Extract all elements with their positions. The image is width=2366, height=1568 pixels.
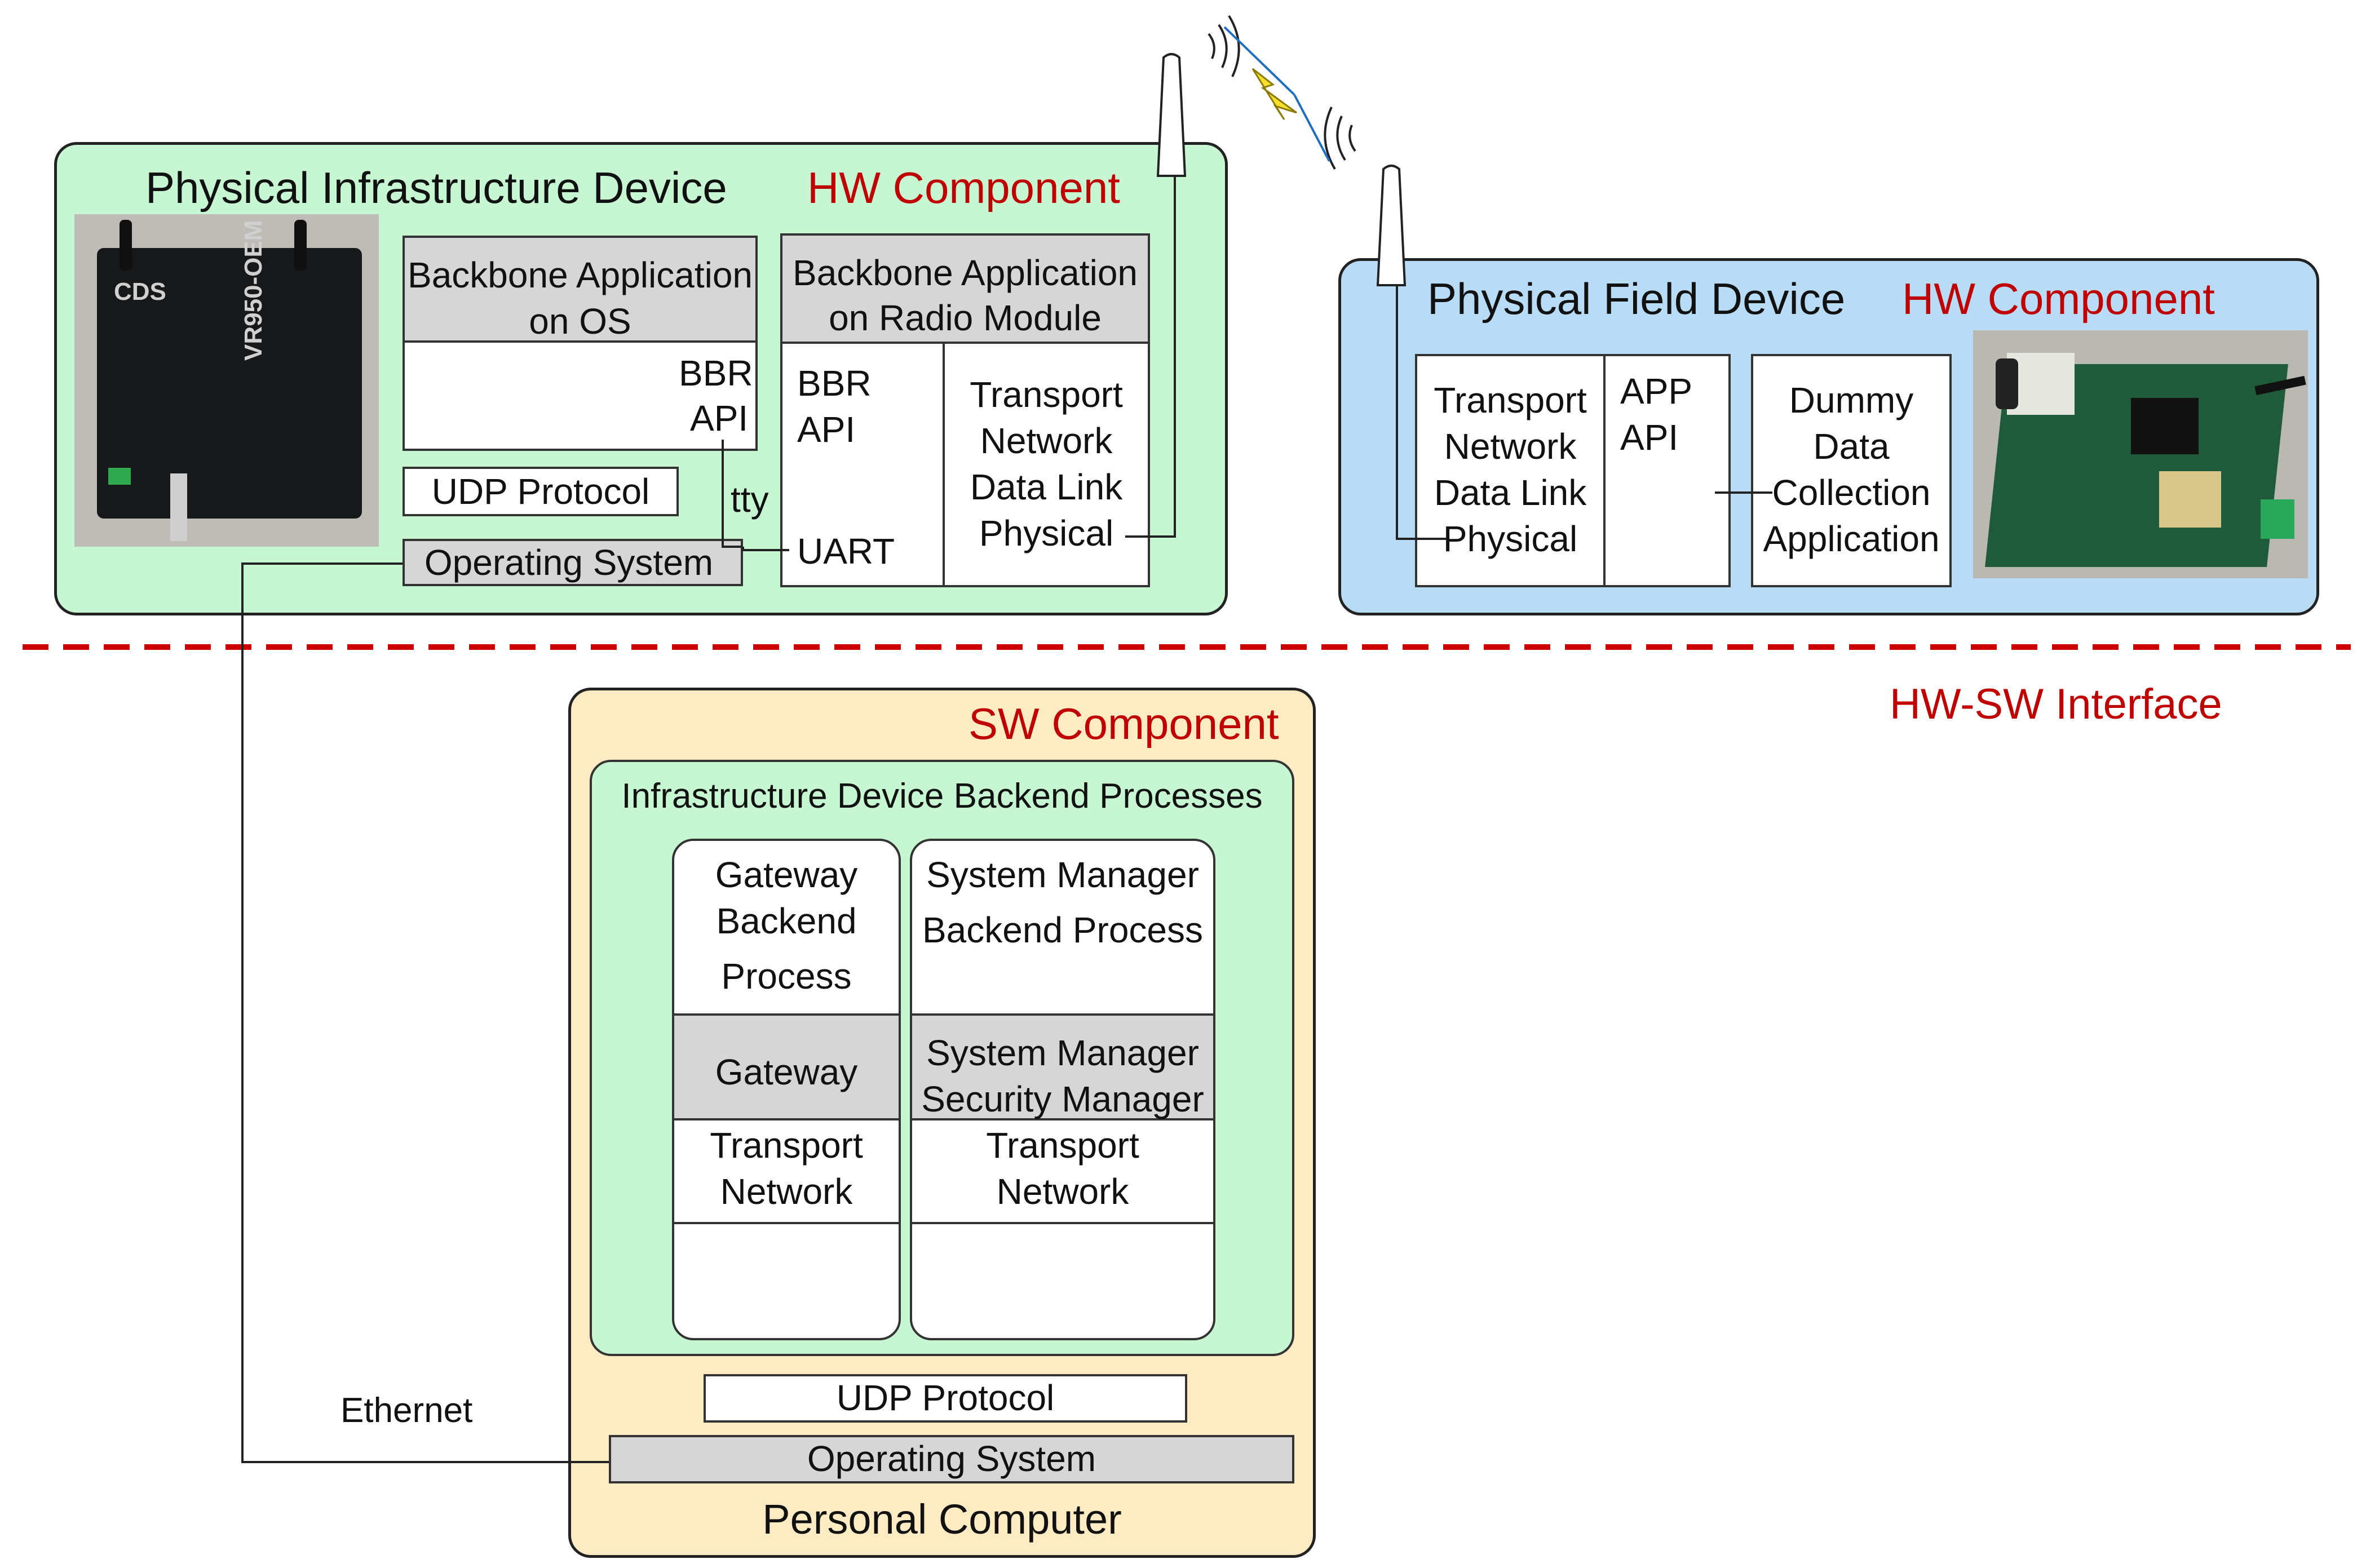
infrastructure-device-photo: CDS VR950-OEM [74,214,379,547]
radio-stack-transport: Transport [970,374,1123,415]
field-api-label: API [1620,417,1679,458]
personal-computer-label: Personal Computer [762,1496,1122,1543]
field-stack-box [1415,354,1606,587]
field-stack-transport: Transport [1434,380,1587,420]
radio-stack-data-link: Data Link [970,467,1123,507]
gateway-proc-line3: Process [721,956,852,996]
bb-os-header [403,236,758,343]
dummy-app-line2: Data [1813,426,1890,467]
ethernet-label: Ethernet [340,1391,473,1430]
bb-radio-right-cell [943,342,1150,587]
field-stack-data-link: Data Link [1434,472,1587,513]
radio-waves-icon [1208,15,1356,170]
bb-os-body [403,340,758,451]
gateway-stack-network: Network [720,1171,853,1212]
field-hw-component-tag: HW Component [1902,274,2215,324]
bb-radio-header-line2: on Radio Module [829,298,1102,338]
gateway-mid-band [674,1013,899,1120]
gateway-mid-label: Gateway [715,1052,858,1092]
sm-stack-network: Network [996,1171,1129,1212]
infra-antenna-icon [1156,53,1187,177]
field-device-board-photo [1973,330,2308,578]
bb-radio-header-line1: Backbone Application [793,253,1138,293]
bb-os-header-line2: on OS [529,301,631,342]
bb-radio-api-label: API [797,409,856,450]
field-antenna-icon [1376,165,1407,286]
field-device-title: Physical Field Device [1427,274,1846,324]
field-app-label: APP [1620,371,1693,411]
tty-label: tty [731,479,769,520]
radio-stack-network: Network [980,420,1113,461]
dummy-app-line3: Collection [1772,472,1931,513]
bb-os-header-line1: Backbone Application [408,255,753,295]
field-app-box [1603,354,1731,587]
bb-radio-header [780,233,1150,344]
sm-proc-line1: System Manager [926,854,1199,895]
gateway-proc-line2: Backend [716,901,857,941]
dummy-app-line1: Dummy [1789,380,1914,420]
infra-operating-system-box [403,539,743,586]
radio-stack-physical: Physical [979,513,1114,553]
infra-hw-component-tag: HW Component [807,163,1120,212]
dummy-app-line4: Application [1763,519,1940,559]
field-stack-network: Network [1444,426,1577,467]
sm-mid-line2: Security Manager [921,1079,1204,1119]
uart-label: UART [797,531,895,572]
dummy-app-box [1751,354,1952,587]
hw-sw-interface-label: HW-SW Interface [1890,680,2222,728]
infrastructure-device-title: Physical Infrastructure Device [145,163,727,212]
system-manager-mid-band [912,1013,1213,1120]
bb-os-bbr-label: BBR [679,353,753,393]
infra-udp-protocol-label: UDP Protocol [431,471,650,512]
bb-os-api-label: API [690,398,749,438]
os-to-uart-link [742,547,789,551]
ethernet-link [241,562,609,1463]
device-brand-label: CDS [114,278,166,305]
sm-proc-line2: Backend Process [922,910,1204,950]
bb-radio-bbr-label: BBR [797,363,872,404]
gateway-proc-line1: Gateway [715,854,858,895]
api-to-os-link [722,440,743,548]
gateway-stack-transport: Transport [710,1125,863,1166]
sw-udp-protocol-label: UDP Protocol [836,1377,1055,1418]
radio-antenna-feed [1125,175,1176,538]
bb-radio-left-cell [780,342,945,587]
sm-stack-transport: Transport [986,1125,1139,1166]
system-manager-column [910,839,1215,1340]
sw-component-tag: SW Component [968,699,1279,748]
backend-processes-title: Infrastructure Device Backend Processes [621,777,1263,816]
gateway-column [672,839,901,1340]
infra-udp-protocol-box [403,467,679,516]
sw-operating-system-box [609,1435,1294,1483]
sm-mid-line1: System Manager [926,1033,1199,1073]
infra-operating-system-label: Operating System [424,542,714,583]
field-antenna-feed [1396,285,1447,540]
sw-udp-protocol-box [704,1374,1187,1423]
field-stack-physical: Physical [1443,519,1578,559]
wireless-link-icon [1223,26,1330,162]
sw-operating-system-label: Operating System [807,1438,1096,1479]
